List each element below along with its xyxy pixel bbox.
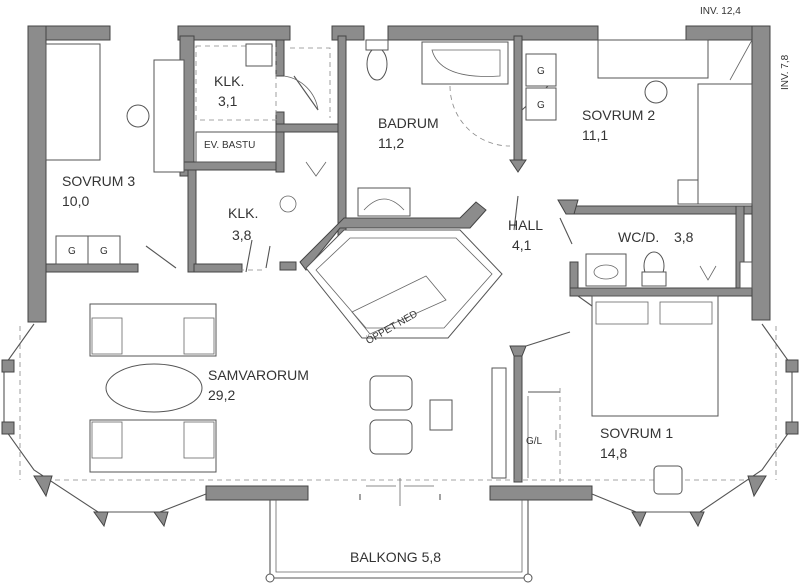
g-label-4: G — [537, 100, 545, 111]
room-klk-top-area: 3,1 — [218, 93, 238, 109]
room-badrum-name: BADRUM — [378, 115, 439, 131]
bath-furniture — [195, 39, 557, 213]
dashed-boundaries — [19, 45, 777, 482]
room-sovrum3-name: SOVRUM 3 — [62, 173, 135, 189]
bastu-label: EV. BASTU — [204, 140, 255, 151]
room-samvarorum-area: 29,2 — [208, 387, 235, 403]
interior-walls — [45, 35, 753, 483]
room-sovrum3-area: 10,0 — [62, 193, 89, 209]
outer-walls — [27, 25, 771, 501]
ga-label: G/L — [526, 436, 543, 447]
room-samvarorum-name: SAMVARORUM — [208, 367, 309, 383]
room-hall-name: HALL — [508, 217, 543, 233]
g-label-3: G — [537, 66, 545, 77]
room-sovrum2-name: SOVRUM 2 — [582, 107, 655, 123]
room-sovrum2-area: 11,1 — [582, 127, 608, 143]
bedroom2-furniture — [597, 39, 753, 205]
inv-side-note: INV. 7,8 — [780, 54, 791, 90]
wc-furniture — [585, 251, 753, 289]
living-furniture — [89, 303, 507, 479]
bedroom1-furniture — [527, 295, 719, 495]
balcony-label: BALKONG 5,8 — [350, 549, 441, 565]
room-klk-top-name: KLK. — [214, 73, 244, 89]
left-bay — [1, 323, 207, 528]
room-wcd-area: 3,8 — [674, 229, 694, 245]
g-label-2: G — [100, 246, 108, 257]
doors — [145, 75, 593, 393]
room-wcd-name: WC/D. — [618, 229, 659, 245]
room-klk-mid-name: KLK. — [228, 205, 258, 221]
room-sovrum1-area: 14,8 — [600, 445, 627, 461]
stair-opening — [299, 187, 503, 339]
room-hall-area: 4,1 — [512, 237, 532, 253]
room-sovrum1-name: SOVRUM 1 — [600, 425, 673, 441]
balcony — [265, 478, 533, 583]
room-badrum-area: 11,2 — [378, 135, 404, 151]
right-bay — [591, 323, 799, 528]
g-label-1: G — [68, 246, 76, 257]
inv-top-note: INV. 12,4 — [700, 6, 741, 17]
room-klk-mid-area: 3,8 — [232, 227, 252, 243]
bedroom3-furniture — [45, 43, 185, 265]
